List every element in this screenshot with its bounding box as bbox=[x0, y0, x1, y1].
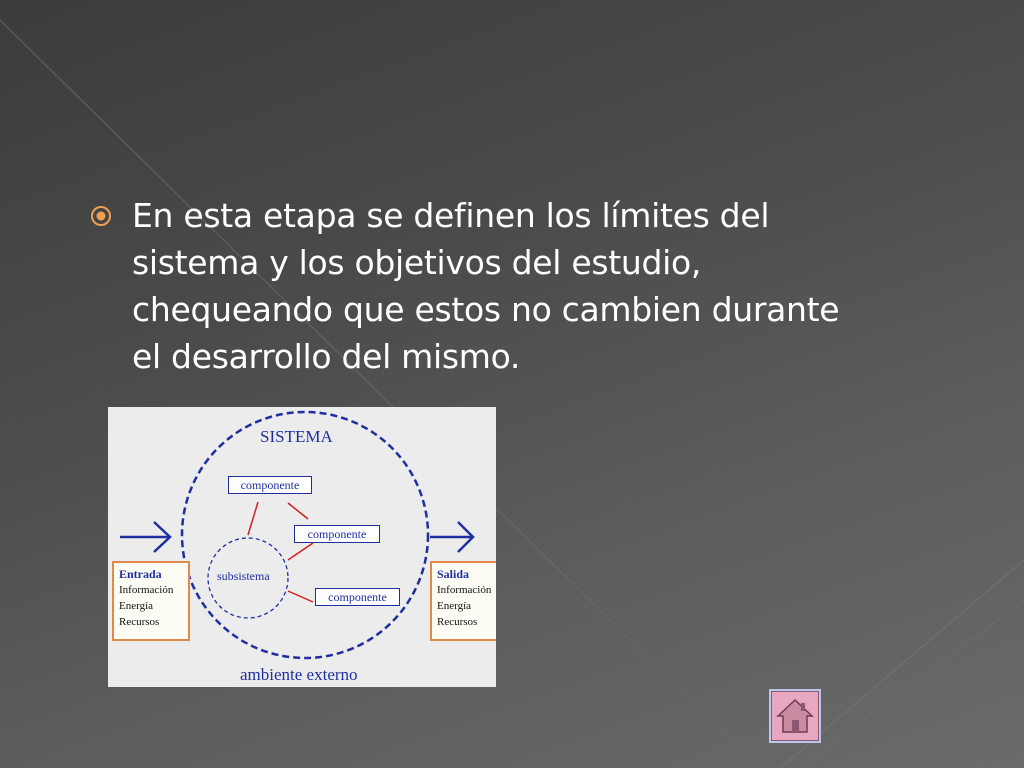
bullet-point: En esta etapa se definen los límites del… bbox=[90, 192, 870, 380]
bullet-text: En esta etapa se definen los límites del… bbox=[132, 196, 840, 376]
input-item: Información bbox=[119, 584, 174, 596]
environment-label: ambiente externo bbox=[240, 665, 358, 684]
connector-line bbox=[247, 501, 259, 536]
output-title: Salida bbox=[437, 567, 470, 581]
input-item: Energía bbox=[119, 600, 154, 612]
connector-line bbox=[287, 590, 314, 603]
input-arrow-icon bbox=[120, 521, 172, 553]
system-title: SISTEMA bbox=[260, 427, 333, 446]
home-button[interactable] bbox=[769, 689, 821, 743]
home-icon bbox=[776, 698, 814, 733]
output-box: Salida Información Energía Recursos bbox=[430, 561, 496, 641]
component-box: componente bbox=[294, 525, 380, 543]
output-item: Información bbox=[437, 584, 492, 596]
connector-line bbox=[287, 502, 309, 520]
output-arrow-icon bbox=[430, 521, 475, 553]
system-boundary bbox=[180, 410, 430, 660]
input-box: Entrada Información Energía Recursos bbox=[112, 561, 190, 641]
diagram-shapes bbox=[120, 410, 475, 660]
component-box: componente bbox=[228, 476, 312, 494]
output-item: Energía bbox=[437, 600, 472, 612]
subsystem-boundary bbox=[207, 537, 289, 619]
input-title: Entrada bbox=[119, 567, 162, 581]
component-box: componente bbox=[315, 588, 400, 606]
output-item: Recursos bbox=[437, 616, 478, 628]
connector-line bbox=[287, 542, 314, 561]
target-bullet-icon bbox=[91, 206, 111, 226]
system-diagram-image: SISTEMA componente componente componente… bbox=[108, 407, 496, 687]
subsystem-label: subsistema bbox=[217, 569, 270, 583]
input-item: Recursos bbox=[119, 616, 160, 628]
